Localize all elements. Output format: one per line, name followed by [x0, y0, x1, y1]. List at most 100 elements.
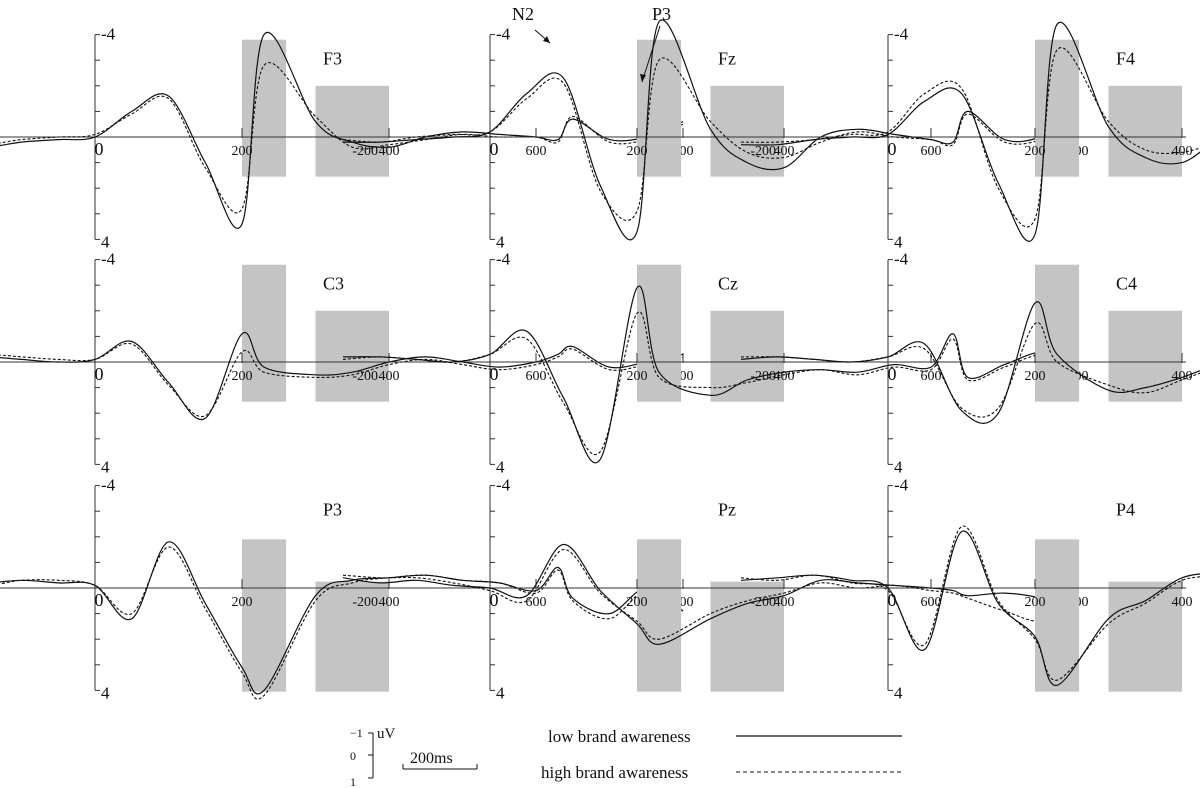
x-tick-label: -200: [352, 144, 378, 159]
window-p3: [1108, 85, 1182, 177]
x-tick-label: 200: [627, 595, 648, 610]
x-tick-label: 0: [490, 139, 499, 159]
scale-bar: −1 0 1 uV 200ms: [350, 726, 478, 788]
window-n2: [1035, 539, 1080, 692]
panel-title: Pz: [718, 500, 736, 520]
y-tick-label: -4: [496, 25, 511, 44]
y-tick-label: 4: [894, 232, 903, 251]
x-tick-label: 0: [888, 139, 897, 159]
x-tick-label: 400: [1172, 144, 1193, 159]
window-n2: [1035, 264, 1080, 402]
series-high-brand-awareness: [342, 57, 1079, 221]
scale-bar-x-label: 200ms: [410, 750, 453, 767]
x-tick-label: 400: [774, 595, 795, 610]
y-tick-label: 4: [496, 683, 505, 702]
panel-title: C3: [323, 274, 344, 294]
window-p3: [710, 581, 784, 692]
x-tick-label: 200: [232, 144, 253, 159]
x-tick-label: 200: [627, 369, 648, 384]
panel-title: F3: [323, 49, 342, 69]
x-tick-label: 600: [526, 595, 547, 610]
x-tick-label: 200: [1025, 369, 1046, 384]
panel-title: C4: [1116, 274, 1137, 294]
series-high-brand-awareness: [0, 62, 684, 214]
y-tick-label: -4: [496, 250, 511, 269]
window-n2: [242, 39, 287, 177]
scale-bar-y-label: 0: [350, 749, 356, 763]
annotation-p3-arrow: [641, 25, 661, 83]
x-tick-label: 600: [921, 144, 942, 159]
x-tick-label: 0: [95, 364, 104, 384]
y-tick-label: 4: [496, 232, 505, 251]
y-tick-label: 4: [101, 457, 110, 476]
x-tick-label: 600: [526, 144, 547, 159]
x-tick-label: 0: [888, 590, 897, 610]
window-n2: [1035, 39, 1080, 177]
legend-layer: low brand awareness high brand awareness: [541, 727, 902, 782]
scale-bar-y-label: −1: [350, 726, 363, 740]
x-tick-label: 400: [774, 144, 795, 159]
x-tick-label: 0: [490, 590, 499, 610]
y-tick-label: -4: [894, 476, 909, 495]
annotation-n2: N2: [512, 4, 534, 24]
window-n2: [637, 39, 682, 177]
window-p3: [1108, 310, 1182, 402]
legend-label-low: low brand awareness: [548, 727, 691, 746]
y-tick-label: 4: [101, 232, 110, 251]
x-tick-label: 600: [921, 595, 942, 610]
x-tick-label: -200: [750, 144, 776, 159]
series-low-brand-awareness: [0, 331, 684, 421]
y-tick-label: -4: [894, 250, 909, 269]
series-high-brand-awareness: [0, 342, 684, 418]
series-low-brand-awareness: [0, 541, 684, 695]
x-tick-label: 200: [232, 369, 253, 384]
x-tick-label: 0: [95, 139, 104, 159]
x-tick-label: 200: [232, 595, 253, 610]
x-tick-label: 0: [95, 590, 104, 610]
panels-layer: -2000200400600800-44F3-2000200400600800-…: [0, 19, 1200, 702]
y-tick-label: -4: [894, 25, 909, 44]
annotation-p3-arrowhead: [640, 74, 646, 82]
window-p3: [710, 85, 784, 177]
window-n2: [637, 539, 682, 692]
x-tick-label: 600: [526, 369, 547, 384]
x-tick-label: 600: [921, 369, 942, 384]
y-tick-label: 4: [101, 683, 110, 702]
x-tick-label: 400: [379, 595, 400, 610]
series-low-brand-awareness: [740, 530, 1200, 686]
x-tick-label: 0: [490, 364, 499, 384]
y-tick-label: -4: [101, 25, 116, 44]
x-tick-label: 0: [888, 364, 897, 384]
x-tick-label: -200: [750, 595, 776, 610]
y-tick-label: 4: [894, 683, 903, 702]
series-low-brand-awareness: [740, 301, 1200, 424]
y-tick-label: -4: [101, 250, 116, 269]
legend-label-high: high brand awareness: [541, 763, 688, 782]
series-low-brand-awareness: [342, 285, 1079, 464]
y-tick-label: -4: [496, 476, 511, 495]
series-low-brand-awareness: [740, 21, 1200, 242]
panel-title: Fz: [718, 49, 736, 69]
window-n2: [637, 264, 682, 402]
series-high-brand-awareness: [740, 525, 1200, 681]
series-low-brand-awareness: [342, 19, 1079, 241]
x-tick-label: -200: [352, 595, 378, 610]
x-tick-label: 400: [1172, 595, 1193, 610]
x-tick-label: -200: [352, 369, 378, 384]
panel-title: P3: [323, 500, 342, 520]
scale-bar-y-label: 1: [350, 775, 356, 788]
x-tick-label: 200: [627, 144, 648, 159]
y-tick-label: 4: [894, 457, 903, 476]
scale-bar-unit: uV: [377, 726, 396, 742]
